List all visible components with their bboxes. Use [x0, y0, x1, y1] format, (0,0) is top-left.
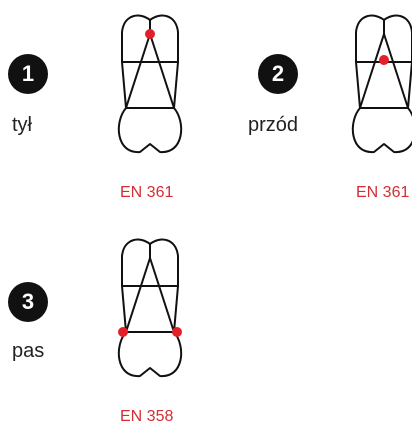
- attachment-point-right: [172, 327, 182, 337]
- attachment-point: [379, 55, 389, 65]
- strap-right: [383, 33, 409, 109]
- strap-left: [125, 257, 151, 333]
- strap-left: [359, 33, 385, 109]
- number-badge-3: 3: [8, 282, 48, 322]
- standard-label-1: EN 361: [120, 184, 174, 201]
- number-badge-2: 2: [258, 54, 298, 94]
- harness-back-icon: [117, 14, 183, 154]
- number-badge-1: 1: [8, 54, 48, 94]
- strap-right: [149, 33, 175, 109]
- caption-1: tył: [12, 114, 32, 136]
- attachment-point: [145, 29, 155, 39]
- standard-label-3: EN 358: [120, 408, 174, 425]
- standard-label-2: EN 361: [356, 184, 410, 201]
- harness-outline: [117, 14, 183, 154]
- caption-2: przód: [248, 114, 299, 136]
- harness-outline: [351, 14, 412, 154]
- strap-right: [149, 257, 175, 333]
- harness-outline: [117, 238, 183, 378]
- harness-front-icon: [351, 14, 412, 154]
- attachment-point-left: [118, 327, 128, 337]
- strap-left: [125, 33, 151, 109]
- harness-belt-icon: [117, 238, 183, 378]
- caption-3: pas: [12, 340, 45, 362]
